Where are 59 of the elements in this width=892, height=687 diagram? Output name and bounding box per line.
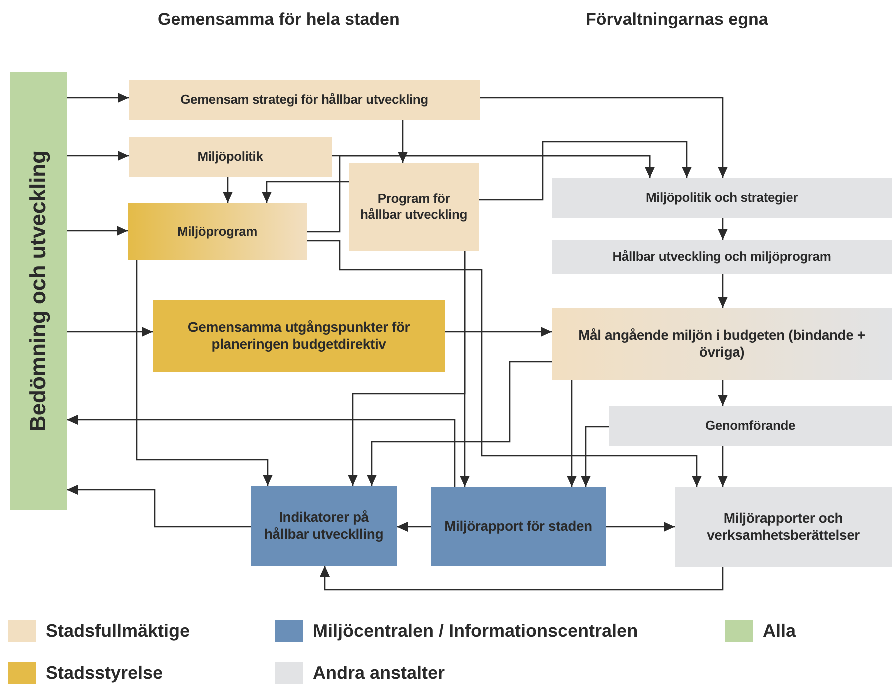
arrow	[67, 485, 251, 528]
arrow	[479, 141, 692, 201]
arrow	[67, 415, 456, 487]
arrow	[445, 327, 552, 337]
arrow	[581, 426, 609, 487]
arrow	[67, 93, 129, 103]
box-label: Gemensam strategi för hållbar utveckling	[180, 92, 428, 108]
box-label: Indikatorer på hållbar utvecklling	[263, 509, 385, 543]
arrow	[262, 181, 349, 203]
legend-label: Alla	[763, 620, 796, 642]
legend-label: Andra anstalter	[313, 662, 446, 684]
arrow	[606, 522, 675, 532]
process-box	[349, 163, 479, 251]
bar-label: Bedömning och utveckling	[26, 150, 52, 432]
arrow	[718, 218, 728, 240]
arrow	[348, 251, 466, 486]
side-bar	[10, 72, 67, 510]
arrow	[320, 566, 724, 591]
box-label: Program för hållbar utveckling	[360, 191, 468, 223]
process-box	[431, 487, 606, 566]
arrow	[67, 151, 129, 161]
arrow	[67, 226, 128, 236]
box-label: Gemensamma utgångspunkter för planeringen budgetdirektiv	[186, 319, 412, 353]
box-label: Miljöpolitik och strategier	[646, 190, 798, 206]
arrow	[367, 361, 552, 486]
arrow	[480, 97, 728, 178]
legend-label: Stadsstyrelse	[46, 662, 164, 684]
process-box	[675, 487, 892, 567]
column-heading: Gemensamma för hela staden	[158, 10, 400, 30]
process-box	[609, 406, 892, 446]
arrow	[567, 380, 577, 487]
box-label: Miljöpolitik	[198, 149, 264, 165]
process-box	[552, 240, 892, 274]
process-box	[128, 203, 307, 260]
process-box	[552, 178, 892, 218]
arrow	[307, 155, 655, 233]
box-label: Miljöprogram	[178, 224, 258, 240]
legend-label: Miljöcentralen / Informationscentralen	[313, 620, 638, 642]
box-label: Mål angående miljön i budgeten (bindande + övriga)	[578, 327, 866, 361]
arrow	[67, 327, 153, 337]
arrow	[136, 260, 273, 486]
box-label: Miljörapporter och verksamhetsberättelser	[706, 510, 861, 544]
box-label: Genomförande	[705, 418, 796, 434]
column-heading: Förvaltningarnas egna	[586, 10, 768, 30]
arrow	[223, 177, 233, 203]
arrow	[718, 380, 728, 406]
process-box	[552, 308, 892, 380]
box-label: Hållbar utveckling och miljöprogram	[612, 249, 832, 265]
process-box	[129, 80, 480, 120]
box-label: Miljörapport för staden	[444, 518, 592, 535]
arrow	[397, 522, 431, 532]
process-box	[251, 486, 397, 566]
arrow	[718, 446, 728, 487]
process-box	[153, 300, 445, 372]
arrow	[718, 274, 728, 308]
legend-label: Stadsfullmäktige	[46, 620, 190, 642]
arrow	[307, 240, 702, 487]
process-box	[129, 137, 332, 177]
arrow	[398, 120, 408, 163]
